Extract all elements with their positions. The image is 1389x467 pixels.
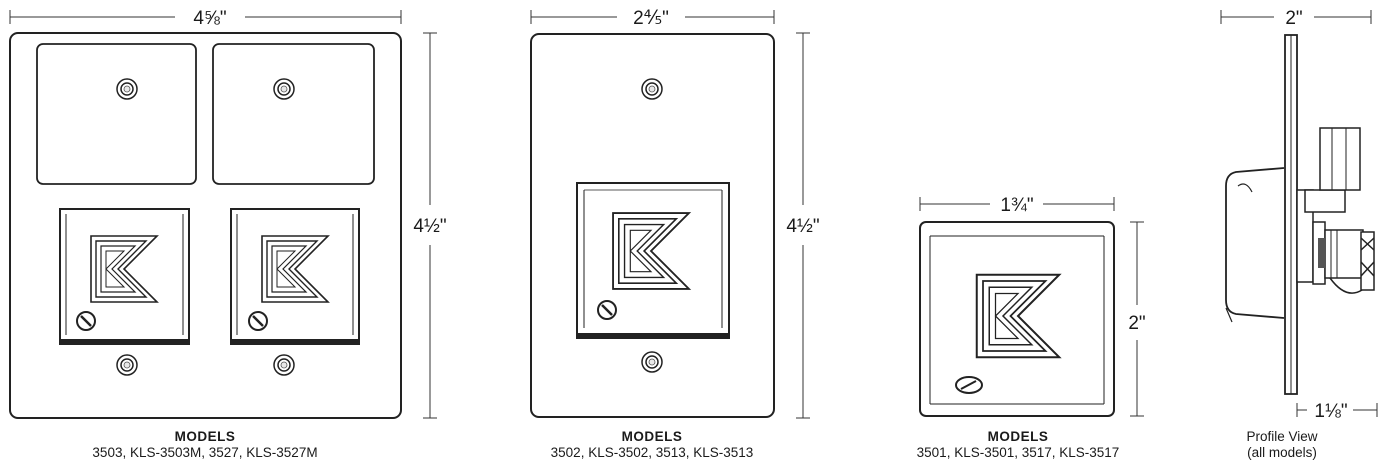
panel2-caption-models: 3502, KLS-3502, 3513, KLS-3513 [550,445,754,460]
panel3-module [919,221,1115,417]
panel1-faceplate [9,32,402,419]
panel2-caption-heading: MODELS [621,429,683,444]
panel1-dimension-height: 4½" [413,32,447,419]
panel1-width-label: 4⅝" [193,8,226,29]
panel2-faceplate [530,33,775,418]
panel2-width-label: 2⅘" [633,8,669,29]
panel1-dimension-width: 4⅝" [9,8,402,29]
profile-dimension-width: 2" [1220,8,1372,29]
panel2-dimension-width: 2⅘" [530,8,775,29]
panel3-caption: MODELS 3501, KLS-3501, 3517, KLS-3517 [858,429,1178,461]
panel3-width-label: 1¾" [1000,195,1033,216]
panel1-caption: MODELS 3503, KLS-3503M, 3527, KLS-3527M [45,429,365,461]
panel1-height-label: 4½" [413,216,446,237]
profile-caption-title: Profile View [1246,429,1318,444]
panel1-caption-models: 3503, KLS-3503M, 3527, KLS-3527M [92,445,318,460]
panel3-dimension-width: 1¾" [919,195,1115,216]
profile-depth-label: 1⅛" [1314,401,1347,422]
profile-caption: Profile View (all models) [1222,429,1342,461]
panel2-height-label: 4½" [786,216,819,237]
panel3-caption-heading: MODELS [987,429,1049,444]
profile-view-drawing [1225,34,1375,395]
panel3-height-label: 2" [1128,313,1145,334]
profile-width-label: 2" [1285,8,1302,29]
profile-dimension-depth: 1⅛" [1296,401,1378,422]
panel2-dimension-height: 4½" [786,32,820,419]
panel2-caption: MODELS 3502, KLS-3502, 3513, KLS-3513 [492,429,812,461]
panel3-caption-models: 3501, KLS-3501, 3517, KLS-3517 [916,445,1120,460]
profile-caption-note: (all models) [1247,445,1317,460]
panel1-caption-heading: MODELS [174,429,236,444]
panel3-dimension-height: 2" [1128,221,1146,417]
